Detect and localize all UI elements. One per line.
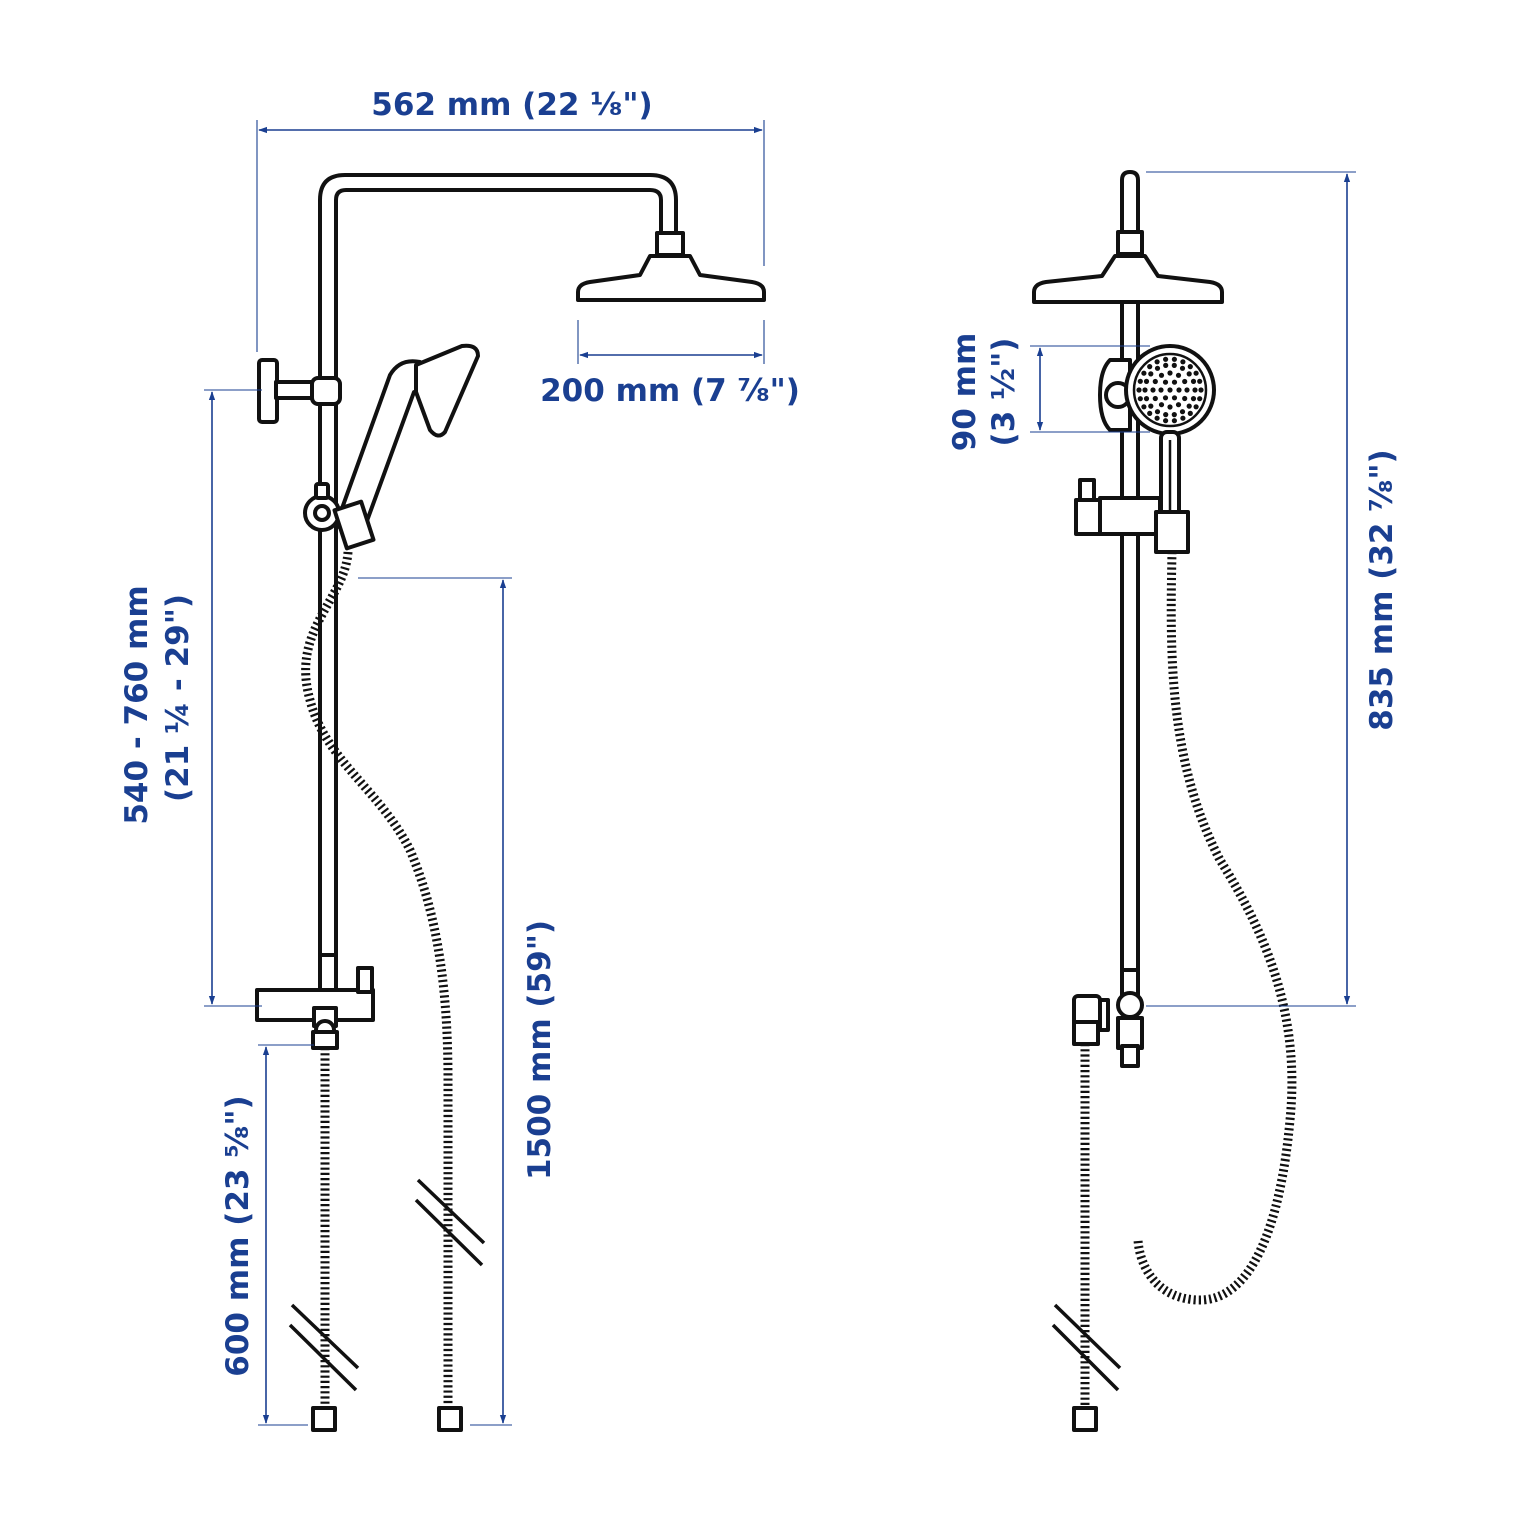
- spray-nozzle: [1171, 362, 1177, 368]
- spray-nozzle: [1167, 387, 1173, 393]
- spray-nozzle: [1148, 403, 1154, 409]
- spray-nozzle: [1197, 378, 1203, 384]
- overhead-shower-head: [576, 254, 766, 302]
- spray-nozzle: [1163, 412, 1169, 418]
- spray-nozzle: [1187, 410, 1193, 416]
- label-bracket-range-mm: 540 - 760 mm: [119, 585, 155, 824]
- spray-nozzle: [1158, 372, 1165, 378]
- spray-nozzle: [1175, 372, 1182, 378]
- spray-nozzle: [1167, 404, 1173, 410]
- spray-nozzles: [1136, 356, 1204, 424]
- spray-nozzle: [1197, 396, 1203, 402]
- spray-nozzle: [1162, 379, 1169, 385]
- spray-nozzle: [1182, 378, 1188, 385]
- side-overhead-head: [1032, 254, 1224, 304]
- spray-nozzle: [1142, 387, 1148, 393]
- side-view: [1032, 170, 1297, 1432]
- spray-nozzle: [1152, 395, 1158, 402]
- label-hose-length: 1500 mm (59"): [522, 920, 558, 1180]
- side-mixer: [1116, 991, 1144, 1019]
- spray-nozzle: [1163, 356, 1169, 362]
- spray-nozzle: [1154, 415, 1160, 421]
- dimension-lines: [204, 120, 1356, 1426]
- side-hand-hose: [1133, 551, 1297, 1305]
- spray-nozzle: [1147, 364, 1153, 370]
- label-inlet-length: 600 mm (23 ⅝"): [220, 1095, 256, 1376]
- spray-nozzle: [1154, 365, 1161, 371]
- spray-nozzle: [1179, 409, 1186, 415]
- spray-nozzle: [1186, 403, 1192, 409]
- front-view: [255, 173, 766, 1432]
- spray-nozzle: [1147, 410, 1153, 416]
- spray-nozzle: [1141, 404, 1147, 410]
- spray-nozzle: [1148, 371, 1154, 377]
- spray-nozzle: [1175, 402, 1182, 408]
- spray-nozzle: [1193, 370, 1199, 376]
- spray-nozzle: [1167, 370, 1173, 376]
- spray-nozzle: [1187, 364, 1193, 370]
- spray-nozzle: [1179, 365, 1186, 371]
- spray-nozzle: [1152, 378, 1158, 385]
- spray-nozzle: [1171, 395, 1178, 401]
- spray-nozzle: [1158, 402, 1165, 408]
- head-connector: [655, 231, 685, 257]
- spray-nozzle: [1163, 418, 1169, 424]
- spray-nozzle: [1143, 378, 1150, 384]
- spray-nozzle: [1137, 396, 1143, 402]
- side-head-connector: [1116, 230, 1144, 256]
- spray-nozzle: [1136, 387, 1142, 393]
- spray-nozzle: [1180, 415, 1186, 421]
- spray-nozzle: [1171, 418, 1177, 424]
- inlet-fitting: [311, 1406, 337, 1432]
- spray-nozzle: [1150, 387, 1156, 393]
- spray-nozzle: [1176, 387, 1182, 393]
- spray-nozzle: [1184, 387, 1190, 393]
- spray-nozzle: [1190, 396, 1197, 402]
- spray-nozzle: [1162, 395, 1169, 401]
- spray-nozzle: [1171, 412, 1177, 418]
- spray-nozzle: [1171, 356, 1177, 362]
- label-head-diameter: 200 mm (7 ⅞"): [540, 373, 800, 409]
- spray-nozzle: [1137, 378, 1143, 384]
- spray-nozzle: [1193, 404, 1199, 410]
- label-hand-shower-mm: 90 mm: [947, 333, 983, 452]
- dimension-labels: 562 mm (22 ⅛") 200 mm (7 ⅞") 540 - 760 m…: [119, 87, 1400, 1377]
- label-total-width: 562 mm (22 ⅛"): [371, 87, 652, 123]
- spray-nozzle: [1186, 371, 1192, 377]
- spray-nozzle: [1143, 396, 1150, 402]
- side-inlet-fitting: [1072, 1406, 1098, 1432]
- spray-nozzle: [1192, 387, 1198, 393]
- side-slide-holder: [1074, 498, 1102, 536]
- label-bracket-range-in: (21 ¼ - 29"): [160, 594, 196, 802]
- spray-nozzle: [1163, 362, 1169, 368]
- label-hand-shower-in: (3 ½"): [986, 338, 1022, 447]
- spray-nozzle: [1158, 387, 1164, 393]
- spray-nozzle: [1190, 378, 1197, 384]
- spray-nozzle: [1180, 359, 1186, 365]
- label-overall-height: 835 mm (32 ⅞"): [1364, 449, 1400, 730]
- spray-nozzle: [1141, 370, 1147, 376]
- spray-nozzle: [1154, 359, 1160, 365]
- spray-nozzle: [1198, 387, 1204, 393]
- spray-nozzle: [1171, 379, 1178, 385]
- spray-nozzle: [1154, 409, 1161, 415]
- spray-nozzle: [1182, 395, 1188, 402]
